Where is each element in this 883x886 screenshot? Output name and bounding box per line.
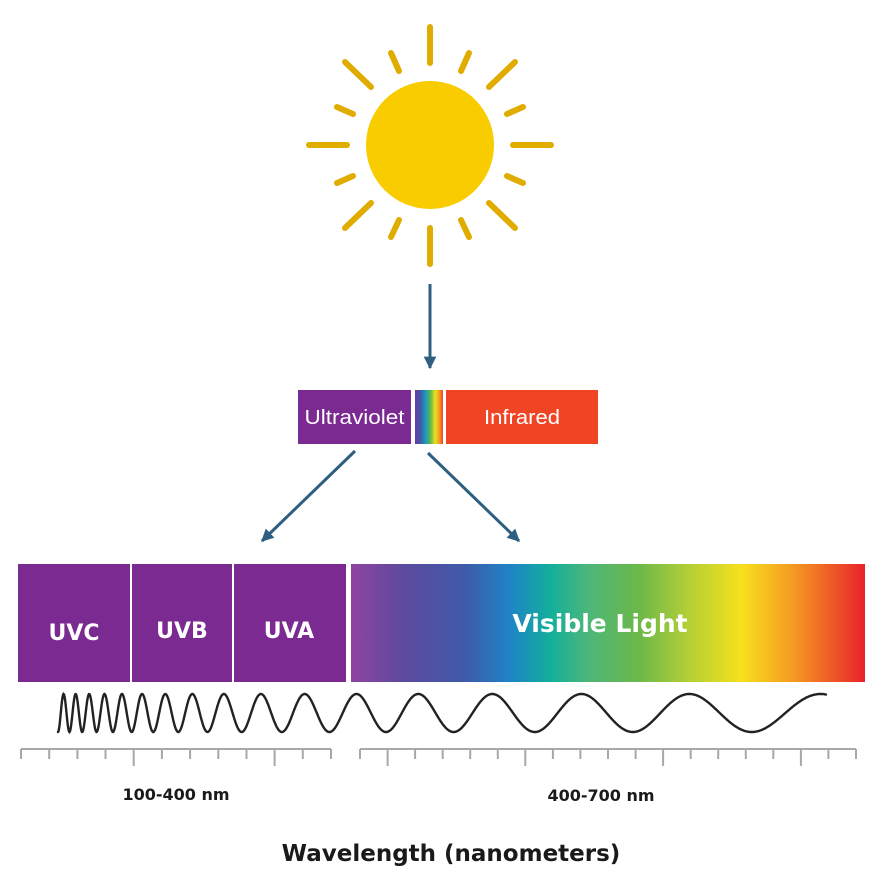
uvc-label: UVC	[48, 621, 99, 646]
visible-scale-ruler	[359, 748, 857, 766]
visible-range-label: 400-700 nm	[547, 786, 654, 805]
ultraviolet-segment	[298, 390, 411, 444]
infrared-segment	[446, 390, 598, 444]
visible-segment-mini	[415, 390, 443, 444]
visible-light-band: Visible Light	[351, 564, 865, 682]
infrared-label: Infrared	[484, 407, 560, 429]
uv-scale-ruler	[20, 748, 332, 766]
arrow-to-visible-icon	[426, 451, 521, 543]
sun-disc	[366, 81, 494, 209]
arrow-to-uv-icon	[260, 449, 357, 543]
uv-bands: UVC UVB UVA	[18, 564, 346, 682]
uva-label: UVA	[264, 619, 314, 644]
sun-rays	[306, 24, 554, 267]
uv-bar	[18, 564, 346, 682]
uvb-label: UVB	[156, 619, 208, 644]
ruler-ticks	[359, 748, 857, 766]
axis-title: Wavelength (nanometers)	[282, 841, 621, 867]
visible-light-label: Visible Light	[512, 609, 687, 638]
wavelength-wave-icon	[56, 691, 828, 734]
sun-icon	[306, 24, 554, 267]
visible-light-bar	[351, 564, 865, 682]
ruler-ticks	[20, 748, 332, 766]
small-spectrum-bar: Ultraviolet Infrared	[298, 390, 598, 444]
uv-range-label: 100-400 nm	[122, 785, 229, 804]
ultraviolet-label: Ultraviolet	[305, 407, 405, 429]
